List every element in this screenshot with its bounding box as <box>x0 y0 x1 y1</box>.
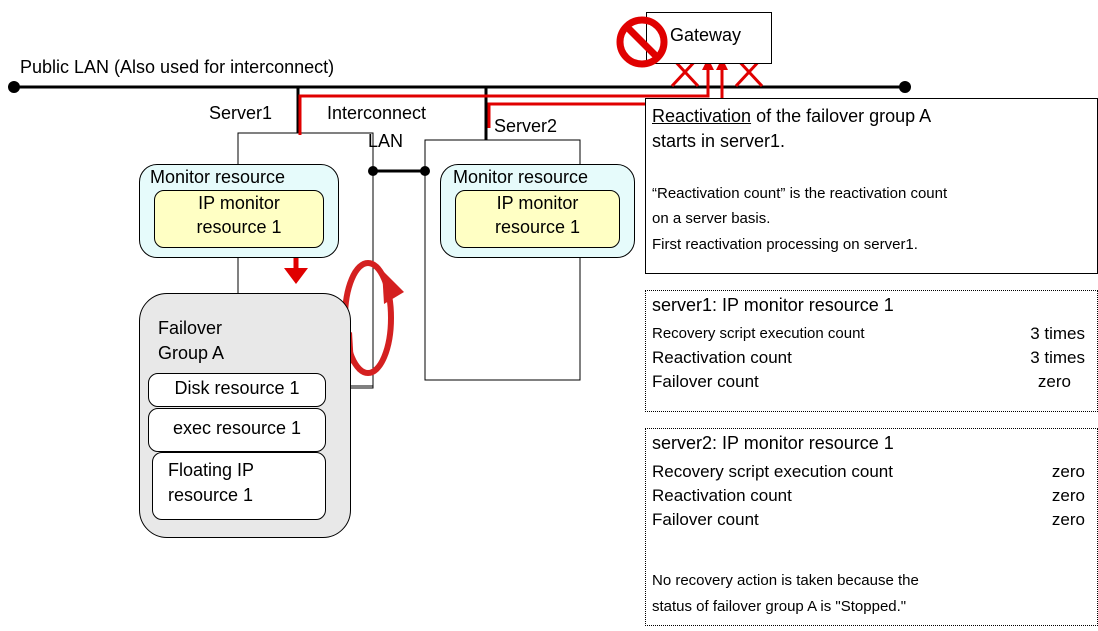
server1-gateway-path <box>298 62 710 135</box>
floating-ip-line2: resource 1 <box>168 485 254 505</box>
server1-stats-panel <box>645 290 1098 412</box>
server1-label: Server1 <box>209 103 273 123</box>
server2-ip-monitor-line1: IP monitor <box>496 193 579 213</box>
exec-resource <box>148 408 326 452</box>
disk-resource-label: Disk resource 1 <box>174 378 300 398</box>
server2-ip-monitor-resource <box>455 190 620 248</box>
interconnect-label-line1: Interconnect <box>327 103 427 123</box>
server2-note-line2: status of failover group A is "Stopped." <box>652 598 907 615</box>
reactivation-title-rest: of the failover group A <box>751 106 932 126</box>
failover-group-label-line2: Group A <box>158 343 225 363</box>
reactivation-info-panel <box>645 98 1098 274</box>
server1-monitor-label: Monitor resource <box>150 167 286 187</box>
server2-ip-monitor-line2: resource 1 <box>494 217 581 237</box>
interconnect-dot-left <box>368 166 378 176</box>
reactivation-title-line2: starts in server1. <box>652 131 786 151</box>
reactivation-note-line1: “Reactivation count” is the reactivation… <box>652 185 948 202</box>
reactivation-title-underlined: Reactivation <box>652 106 752 126</box>
public-lan-endpoint-left <box>8 81 20 93</box>
server2-gateway-path <box>487 62 724 128</box>
disk-resource <box>148 373 326 407</box>
failover-group-label-line1: Failover <box>158 318 223 338</box>
path-arrowhead-2 <box>716 58 728 70</box>
path-arrowhead-1 <box>702 58 714 70</box>
public-lan-endpoint-right <box>899 81 911 93</box>
floating-ip-line1: Floating IP <box>168 460 255 480</box>
interconnect-label-line2: LAN <box>368 131 404 151</box>
server1-ip-monitor-line1: IP monitor <box>198 193 280 213</box>
reactivation-note-line2: on a server basis. <box>652 210 771 227</box>
interconnect-dot-right <box>420 166 430 176</box>
server2-stats-panel <box>645 428 1098 626</box>
server2-note-line1: No recovery action is taken because the <box>652 572 919 589</box>
server2-stats-title: server2: IP monitor resource 1 <box>652 433 894 453</box>
public-lan-label: Public LAN (Also used for interconnect) <box>20 57 335 77</box>
floating-ip-resource <box>152 452 326 520</box>
server1-stats-title: server1: IP monitor resource 1 <box>652 295 894 315</box>
gateway-label: Gateway <box>670 25 742 45</box>
failure-arrow-head <box>284 268 308 284</box>
server1-ip-monitor-resource <box>154 190 324 248</box>
server2-monitor-label: Monitor resource <box>453 167 589 187</box>
reactivation-title: Reactivation of the failover group A <box>652 106 931 127</box>
server2-frame <box>424 139 581 381</box>
no-entry-icon <box>616 16 668 68</box>
exec-resource-label: exec resource 1 <box>172 418 302 438</box>
server2-label: Server2 <box>494 116 558 136</box>
reactivation-note-line3: First reactivation processing on server1… <box>652 236 918 253</box>
server1-ip-monitor-line2: resource 1 <box>196 217 282 237</box>
